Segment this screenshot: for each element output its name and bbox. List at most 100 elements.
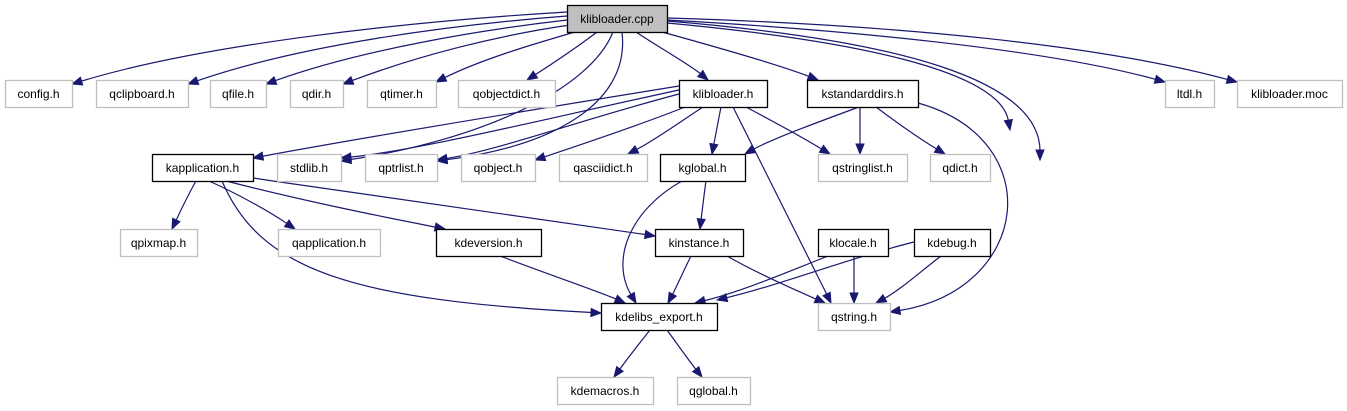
edge-klibloader-h-to-kapplication-h bbox=[251, 85, 680, 161]
arrowhead-icon bbox=[696, 69, 710, 81]
node-kinstance-h[interactable]: kinstance.h bbox=[654, 228, 745, 258]
node-qdict-h[interactable]: qdict.h bbox=[929, 153, 992, 183]
node-label: kdelibs_export.h bbox=[615, 310, 702, 324]
node-qclipboard-h[interactable]: qclipboard.h bbox=[95, 79, 190, 109]
arrowhead-icon bbox=[70, 76, 84, 86]
nodes-layer: klibloader.cpp config.h qclipboard.h qfile.… bbox=[4, 4, 1344, 406]
edge-line bbox=[274, 19, 568, 82]
node-label: qtimer.h bbox=[380, 87, 423, 101]
node-qstring-h[interactable]: qstring.h bbox=[817, 302, 892, 332]
edge-kinstance-h-to-qstring-h bbox=[726, 255, 827, 304]
arrowhead-icon bbox=[715, 292, 729, 303]
edge-klocale-h-to-kdelibs-export-h bbox=[693, 255, 829, 306]
arrowhead-icon bbox=[933, 144, 947, 155]
edge-klibloader-h-to-kglobal-h bbox=[709, 106, 722, 156]
node-qdir-h[interactable]: qdir.h bbox=[289, 79, 345, 109]
node-kdebug-h[interactable]: kdebug.h bbox=[913, 228, 992, 258]
node-label: klocale.h bbox=[829, 236, 876, 250]
node-kapplication-h[interactable]: kapplication.h bbox=[151, 153, 255, 183]
edges-layer bbox=[70, 11, 1239, 379]
node-stdlib-h[interactable]: stdlib.h bbox=[276, 153, 343, 183]
edge-kdelibs-export-h-to-kdemacros-h bbox=[613, 329, 651, 379]
node-label: qfile.h bbox=[222, 87, 254, 101]
node-label: kdemacros.h bbox=[571, 384, 640, 398]
edge-line bbox=[725, 241, 915, 299]
arrowhead-icon bbox=[434, 73, 448, 83]
node-label: klibloader.cpp bbox=[580, 12, 654, 26]
node-qasciidict-h[interactable]: qasciidict.h bbox=[558, 153, 649, 183]
node-label: klibloader.moc bbox=[1251, 87, 1328, 101]
edge-kstandarddirs-h-to-qstringlist-h bbox=[855, 107, 865, 156]
edge-klibloader-h-to-qstring-h bbox=[732, 106, 832, 305]
arrowhead-icon bbox=[613, 294, 627, 304]
node-label: qclipboard.h bbox=[109, 87, 174, 101]
node-box bbox=[1236, 79, 1344, 109]
edge-line bbox=[732, 106, 828, 296]
node-klibloader-h[interactable]: klibloader.h bbox=[678, 79, 769, 109]
edge-line bbox=[898, 102, 1009, 312]
edge-line bbox=[443, 31, 576, 79]
node-ltdl-h[interactable]: ltdl.h bbox=[1164, 79, 1216, 109]
node-box bbox=[654, 228, 745, 258]
node-box bbox=[566, 4, 669, 34]
arrowhead-icon bbox=[1153, 74, 1167, 84]
arrowhead-icon bbox=[743, 144, 757, 155]
node-box bbox=[1164, 79, 1216, 109]
node-kstandarddirs-h[interactable]: kstandarddirs.h bbox=[806, 79, 920, 109]
arrowhead-icon bbox=[696, 218, 706, 231]
node-qfile-h[interactable]: qfile.h bbox=[209, 79, 268, 109]
node-kdelibs-export-h[interactable]: kdelibs_export.h bbox=[600, 302, 719, 332]
node-box bbox=[151, 153, 255, 183]
edge-klibloader-cpp-to-ltdl-h bbox=[666, 19, 1167, 84]
edge-line bbox=[618, 329, 651, 371]
node-label: qasciidict.h bbox=[573, 161, 632, 175]
arrowhead-icon bbox=[186, 76, 200, 86]
edge-line bbox=[745, 106, 823, 150]
edge-line bbox=[700, 180, 707, 221]
edge-line bbox=[752, 106, 860, 151]
node-qapplication-h[interactable]: qapplication.h bbox=[277, 228, 382, 258]
node-qptrlist-h[interactable]: qptrlist.h bbox=[364, 153, 439, 183]
node-kglobal-h[interactable]: kglobal.h bbox=[659, 153, 747, 183]
node-box bbox=[913, 228, 992, 258]
node-klibloader-cpp[interactable]: klibloader.cpp bbox=[566, 4, 669, 34]
node-box bbox=[435, 228, 543, 258]
edge-klibloader-cpp-to-qclipboard-h bbox=[186, 15, 568, 86]
arrowhead-icon bbox=[667, 291, 678, 305]
node-label: qstringlist.h bbox=[832, 161, 893, 175]
edge-line bbox=[261, 85, 680, 157]
node-qobject-h[interactable]: qobject.h bbox=[460, 153, 537, 183]
node-box bbox=[600, 302, 719, 332]
arrowhead-icon bbox=[533, 152, 547, 162]
node-kdemacros-h[interactable]: kdemacros.h bbox=[556, 376, 655, 406]
node-qglobal-h[interactable]: qglobal.h bbox=[676, 376, 752, 406]
edge-kdeversion-h-to-kdelibs-export-h bbox=[499, 255, 627, 304]
edge-kdelibs-export-h-to-qglobal-h bbox=[666, 329, 703, 379]
node-kdeversion-h[interactable]: kdeversion.h bbox=[435, 228, 543, 258]
edge-line bbox=[225, 180, 437, 228]
edge-kinstance-h-to-kdelibs-export-h bbox=[667, 255, 692, 305]
edge-kglobal-h-to-kdelibs-export-h bbox=[622, 180, 683, 305]
arrowhead-icon bbox=[855, 143, 865, 156]
node-qpixmap-h[interactable]: qpixmap.h bbox=[119, 228, 199, 258]
arrowhead-icon bbox=[341, 75, 355, 85]
arrowhead-icon bbox=[251, 151, 265, 161]
node-qstringlist-h[interactable]: qstringlist.h bbox=[817, 153, 909, 183]
arrowhead-icon bbox=[626, 291, 637, 305]
node-label: qdict.h bbox=[942, 161, 977, 175]
node-label: qptrlist.h bbox=[378, 161, 423, 175]
node-label: qobjectdict.h bbox=[473, 87, 540, 101]
edge-kapplication-h-to-kdelibs-export-h bbox=[221, 180, 603, 318]
node-label: kdeversion.h bbox=[454, 236, 522, 250]
node-qobjectdict-h[interactable]: qobjectdict.h bbox=[457, 79, 557, 109]
node-klocale-h[interactable]: klocale.h bbox=[817, 228, 890, 258]
node-label: qpixmap.h bbox=[131, 236, 186, 250]
arrowhead-icon bbox=[590, 307, 603, 318]
edge-kstandarddirs-h-to-kglobal-h bbox=[743, 106, 860, 155]
node-config-h[interactable]: config.h bbox=[4, 79, 74, 109]
arrowhead-icon bbox=[709, 142, 719, 156]
node-box bbox=[676, 376, 752, 406]
node-klibloader-moc[interactable]: klibloader.moc bbox=[1236, 79, 1344, 109]
node-qtimer-h[interactable]: qtimer.h bbox=[366, 79, 438, 109]
arrowhead-icon bbox=[525, 70, 539, 81]
